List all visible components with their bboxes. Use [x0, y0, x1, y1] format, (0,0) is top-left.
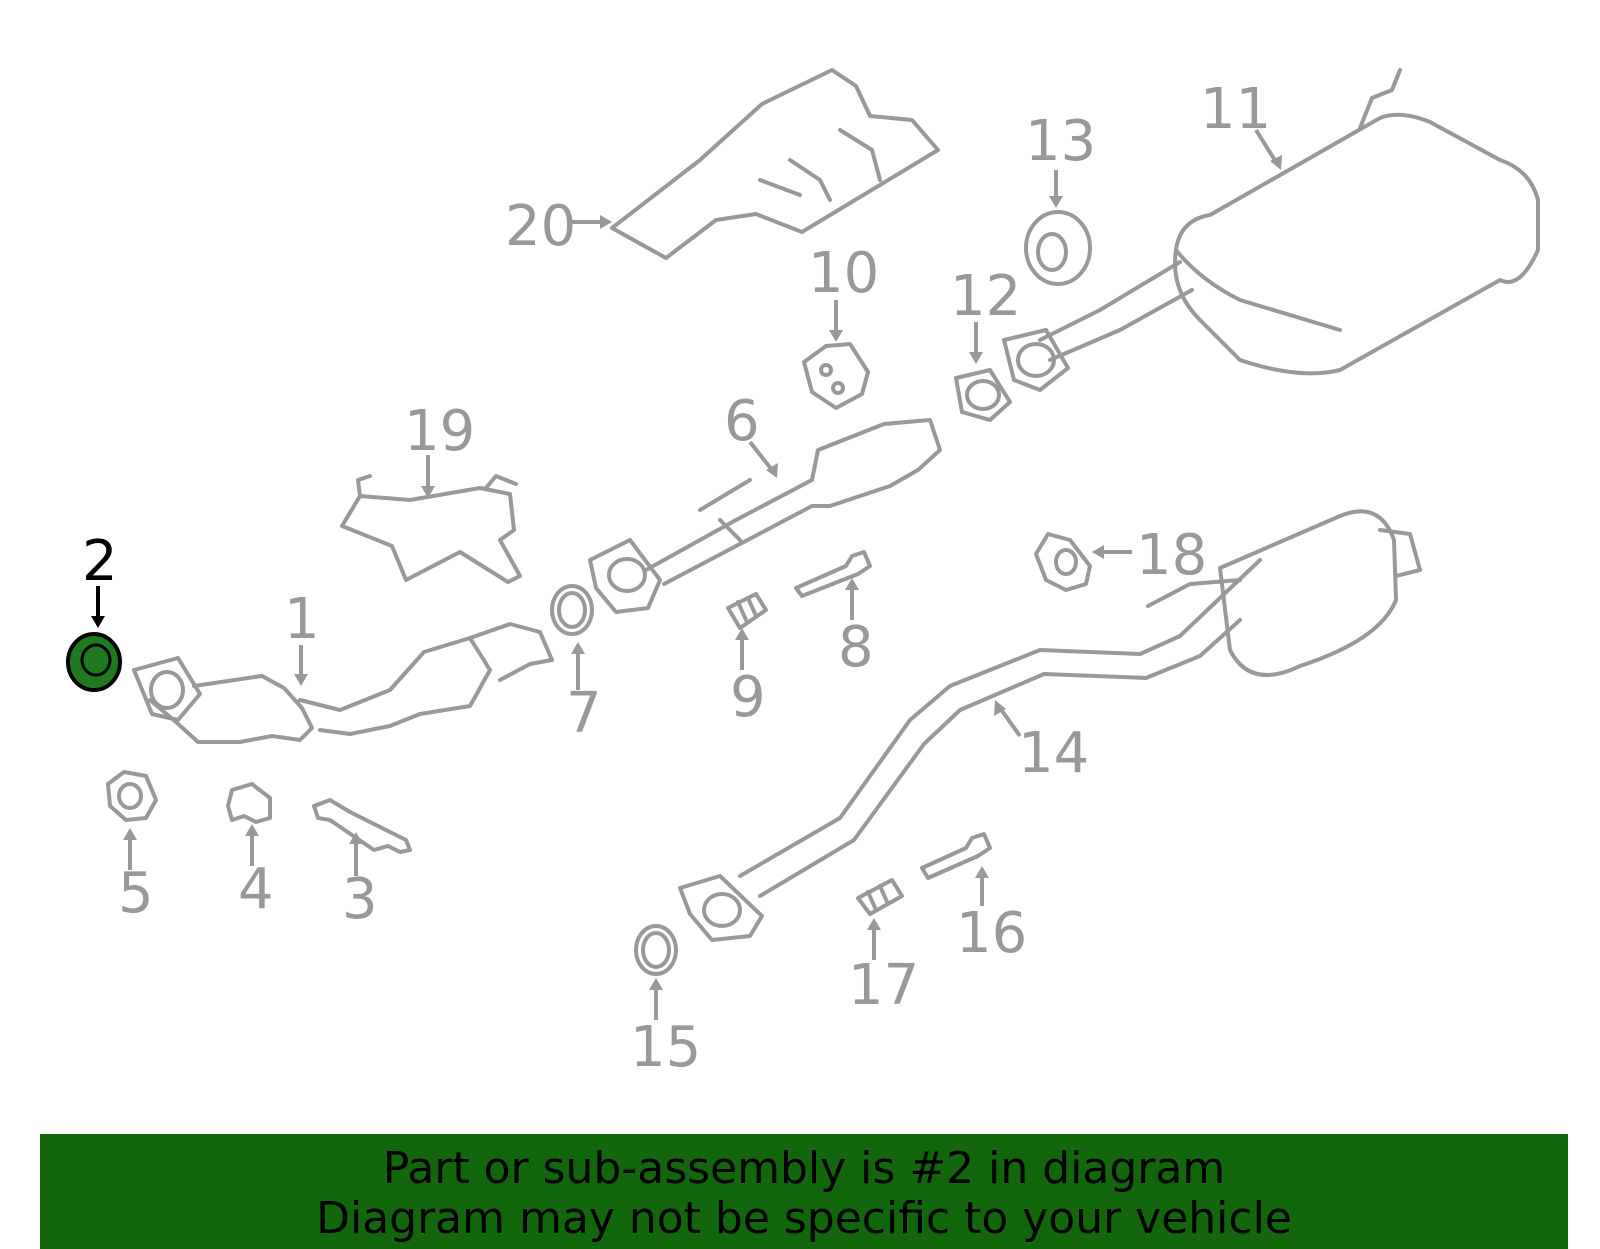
- part-8-bolt[interactable]: [794, 550, 872, 598]
- part-2-gasket-highlighted[interactable]: [66, 632, 122, 692]
- part-11-flange: [1002, 328, 1070, 392]
- part-17-spring[interactable]: [856, 878, 904, 916]
- part-10-hanger[interactable]: [802, 342, 870, 410]
- banner-line-2: Diagram may not be specific to your vehi…: [316, 1193, 1292, 1244]
- part-16-bolt[interactable]: [920, 832, 992, 880]
- callout-9: 9: [730, 665, 766, 730]
- part-20-heat-shield[interactable]: [610, 68, 940, 260]
- callout-16: 16: [956, 901, 1027, 966]
- callout-10: 10: [808, 241, 879, 306]
- callout-14: 14: [1018, 721, 1089, 786]
- callout-19: 19: [404, 399, 475, 464]
- callout-7: 7: [566, 681, 602, 746]
- part-13-hanger[interactable]: [1024, 210, 1092, 286]
- banner-line-1: Part or sub-assembly is #2 in diagram: [382, 1143, 1226, 1194]
- part-4-clip[interactable]: [226, 782, 272, 824]
- callout-2: 2: [82, 529, 118, 594]
- callout-3: 3: [342, 867, 378, 932]
- info-banner: Part or sub-assembly is #2 in diagram Di…: [40, 1134, 1568, 1249]
- part-5-nut[interactable]: [106, 770, 158, 822]
- part-14-rear-pipe[interactable]: [678, 509, 1422, 942]
- part-7-gasket[interactable]: [550, 584, 594, 636]
- callout-6: 6: [724, 389, 760, 454]
- part-12-gasket[interactable]: [954, 368, 1012, 422]
- callout-5: 5: [118, 861, 154, 926]
- part-15-gasket[interactable]: [634, 924, 678, 976]
- callout-18: 18: [1136, 523, 1207, 588]
- callout-15: 15: [630, 1015, 701, 1080]
- callout-12: 12: [950, 264, 1021, 329]
- part-6-center-pipe[interactable]: [588, 418, 942, 614]
- callout-17: 17: [848, 953, 919, 1018]
- part-1-front-pipe[interactable]: [132, 622, 554, 744]
- callout-1: 1: [284, 587, 320, 652]
- part-9-spring[interactable]: [726, 592, 768, 630]
- part-19-heat-shield[interactable]: [340, 474, 522, 584]
- callout-20: 20: [505, 194, 576, 259]
- callout-4: 4: [238, 857, 274, 922]
- callout-13: 13: [1025, 109, 1096, 174]
- callout-8: 8: [838, 615, 874, 680]
- part-18-hanger[interactable]: [1034, 532, 1092, 592]
- callout-11: 11: [1200, 77, 1271, 142]
- part-11-rear-muffler[interactable]: [1038, 68, 1540, 376]
- part-3-stud[interactable]: [312, 798, 412, 854]
